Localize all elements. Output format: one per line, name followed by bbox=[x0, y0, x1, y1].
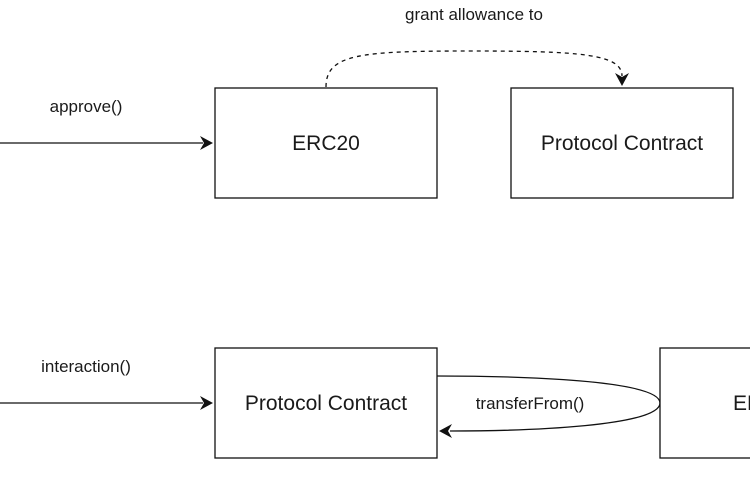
protocol-contract-box-bottom-label: Protocol Contract bbox=[245, 392, 407, 415]
erc20-box: ERC20 bbox=[214, 87, 438, 199]
erc20-box-label: ERC20 bbox=[292, 132, 360, 155]
transfer-from-label: transferFrom() bbox=[476, 394, 585, 413]
protocol-contract-box: Protocol Contract bbox=[510, 87, 734, 199]
approve-arrowhead bbox=[200, 136, 213, 150]
erc20-box-bottom-label: ERC20 bbox=[733, 392, 750, 415]
erc20-box-bottom: ERC20 bbox=[659, 347, 750, 459]
approve-flow: grant allowance to approve() ERC20 Proto… bbox=[0, 5, 734, 199]
interaction-label: interaction() bbox=[41, 357, 131, 376]
transfer-from-arrowhead bbox=[439, 424, 452, 438]
approve-label: approve() bbox=[50, 97, 123, 116]
protocol-contract-box-bottom: Protocol Contract bbox=[214, 347, 438, 459]
grant-allowance-arrowhead bbox=[615, 73, 629, 86]
protocol-contract-box-label: Protocol Contract bbox=[541, 132, 703, 155]
interaction-arrowhead bbox=[200, 396, 213, 410]
interaction-flow: interaction() Protocol Contract transfer… bbox=[0, 347, 750, 459]
grant-allowance-label: grant allowance to bbox=[405, 5, 543, 24]
grant-allowance-arrow bbox=[325, 50, 623, 88]
